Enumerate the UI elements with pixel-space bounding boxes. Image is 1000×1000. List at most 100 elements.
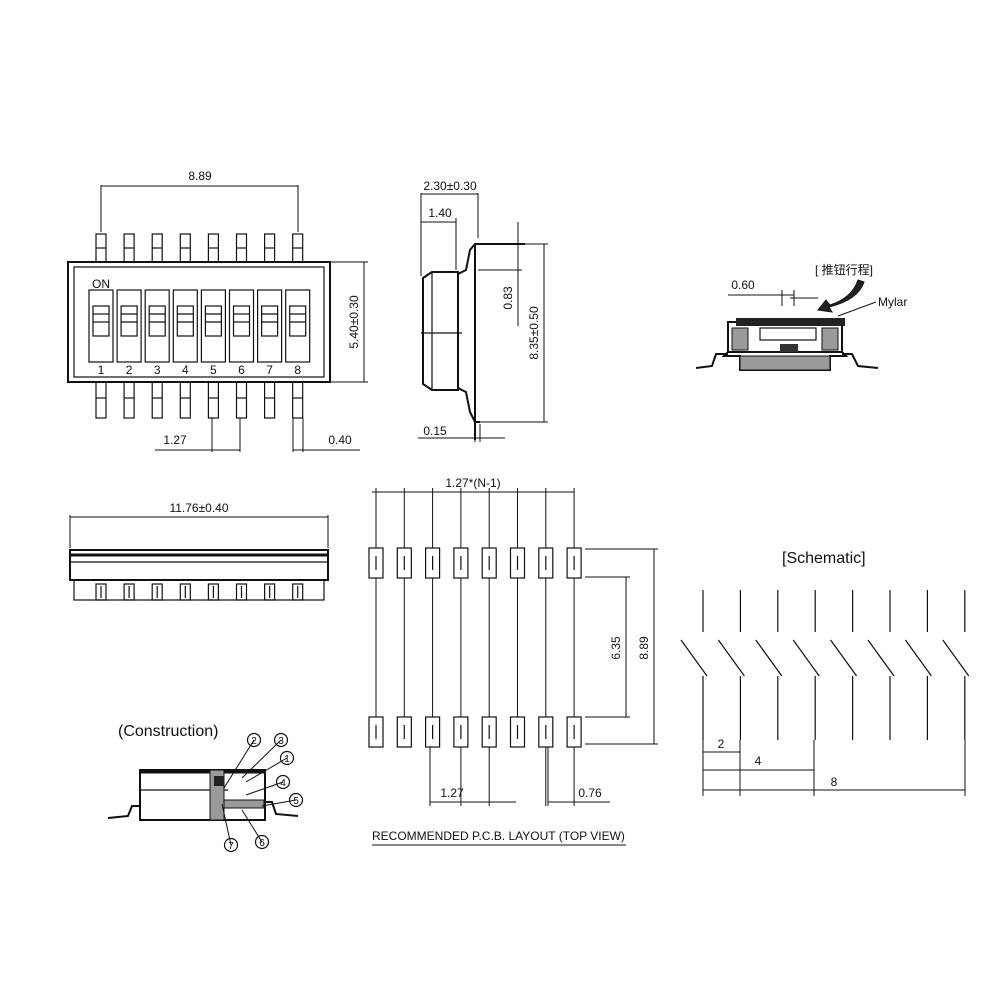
top-pin-lower — [264, 381, 276, 419]
front-pin — [235, 583, 248, 601]
top-height-dim: 5.40±0.30 — [347, 295, 361, 349]
switch-knob — [92, 305, 110, 337]
callout-number: 2 — [251, 736, 257, 747]
side-total-dim: 2.30±0.30 — [423, 179, 477, 193]
callout-number: 5 — [293, 796, 299, 807]
schematic-title: [Schematic] — [782, 550, 866, 567]
front-pin — [207, 583, 219, 601]
side-body-dim: 1.40 — [428, 206, 452, 220]
callout-number: 4 — [280, 778, 286, 789]
callout-circle — [279, 750, 295, 766]
switch-slot — [172, 289, 198, 363]
switch-number: 1 — [98, 363, 105, 377]
top-pin-lower — [179, 381, 191, 419]
switch-slot — [116, 289, 142, 363]
pcb-pad-width-dim: 0.76 — [578, 786, 602, 800]
top-pin-lower — [235, 381, 248, 419]
switch-knob — [148, 305, 166, 337]
top-pins — [95, 233, 304, 419]
schematic-contact — [942, 639, 970, 677]
front-length-dim: 11.76±0.40 — [169, 501, 228, 515]
callout-circle — [288, 792, 304, 808]
switch-knob — [289, 305, 307, 337]
callout-circle — [275, 774, 291, 790]
schematic-switches — [680, 590, 970, 796]
pcb-layout: 1.27*(N-1) 6.35 8.89 1.27 0.76 RECOMMEND… — [368, 476, 658, 846]
mylar-label: Mylar — [878, 295, 907, 309]
switch-slot — [257, 289, 283, 363]
callout-number: 3 — [278, 736, 284, 747]
switch-knob — [204, 305, 222, 337]
switch-knob — [120, 305, 138, 337]
callout-leader — [241, 739, 282, 779]
pcb-outer-dim: 8.89 — [637, 636, 651, 660]
front-view: 11.76±0.40 — [69, 501, 329, 601]
top-pin-lower — [292, 381, 304, 419]
switch-knob — [176, 305, 194, 337]
front-pin — [123, 583, 135, 601]
travel-label: [ 推钮行程] — [815, 262, 873, 277]
pcb-span-dim: 1.27*(N-1) — [445, 476, 500, 490]
switch-number: 5 — [210, 363, 217, 377]
schematic-contact — [717, 639, 745, 677]
schematic-contact — [867, 639, 895, 677]
schematic-contact — [755, 639, 783, 677]
switch-number: 6 — [238, 363, 245, 377]
schematic-dim-4: 4 — [755, 754, 762, 768]
switch-number: 3 — [154, 363, 161, 377]
callout-circle — [254, 834, 270, 850]
front-pin — [264, 583, 276, 601]
pcb-caption: RECOMMENDED P.C.B. LAYOUT (TOP VIEW) — [372, 829, 625, 843]
side-overall-dim: 8.35±0.50 — [527, 306, 541, 360]
callout-number: 7 — [228, 841, 234, 852]
callout-circle — [273, 732, 289, 748]
callouts: 1 2 3 45 6 7 — [223, 732, 304, 853]
switch-slot — [144, 289, 170, 363]
top-pin-width-dim: 0.40 — [328, 433, 352, 447]
schematic-dim-2: 2 — [718, 737, 725, 751]
switch-actuators — [88, 289, 311, 363]
switch-slot — [228, 289, 255, 363]
pcb-inner-dim: 6.35 — [609, 636, 623, 660]
switch-slot — [200, 289, 226, 363]
top-pitch-dim: 1.27 — [163, 433, 187, 447]
callout-circle — [223, 837, 239, 853]
travel-detail-view: [ 推钮行程] 0.60 Mylar — [695, 262, 907, 371]
schematic-contact — [830, 639, 858, 677]
top-pin-lower — [151, 381, 163, 419]
top-pin-lower — [123, 381, 135, 419]
side-lead-height-dim: 0.83 — [501, 286, 515, 310]
top-pin-lower — [95, 381, 107, 419]
callout-leader — [261, 799, 297, 807]
callout-leader — [245, 757, 288, 783]
callout-number: 1 — [284, 754, 290, 765]
schematic-contact — [904, 639, 932, 677]
front-pin — [179, 583, 191, 601]
top-width-dim: 8.89 — [188, 169, 212, 183]
callout-number: 6 — [259, 838, 265, 849]
front-pins — [95, 583, 304, 601]
schematic-contact — [792, 639, 820, 677]
front-pin — [151, 583, 163, 601]
pcb-pads — [368, 488, 582, 806]
switch-number: 7 — [266, 363, 273, 377]
schematic-contact — [680, 639, 708, 677]
switch-number: 4 — [182, 363, 189, 377]
switch-knob — [261, 305, 279, 337]
construction-title: (Construction) — [118, 723, 218, 740]
travel-dim: 0.60 — [731, 278, 755, 292]
switch-number: 2 — [126, 363, 133, 377]
callout-circle — [246, 732, 262, 748]
schematic: [Schematic] 2 4 8 — [680, 550, 970, 796]
top-pin-lower — [207, 381, 219, 419]
switch-knob — [232, 305, 251, 337]
schematic-dim-8: 8 — [831, 775, 838, 789]
construction-view: (Construction) 1 2 3 45 6 7 — [107, 723, 304, 853]
front-pin — [292, 583, 304, 601]
side-lead-thickness-dim: 0.15 — [423, 424, 447, 438]
front-pin — [95, 583, 107, 601]
pcb-pitch-dim: 1.27 — [440, 786, 464, 800]
